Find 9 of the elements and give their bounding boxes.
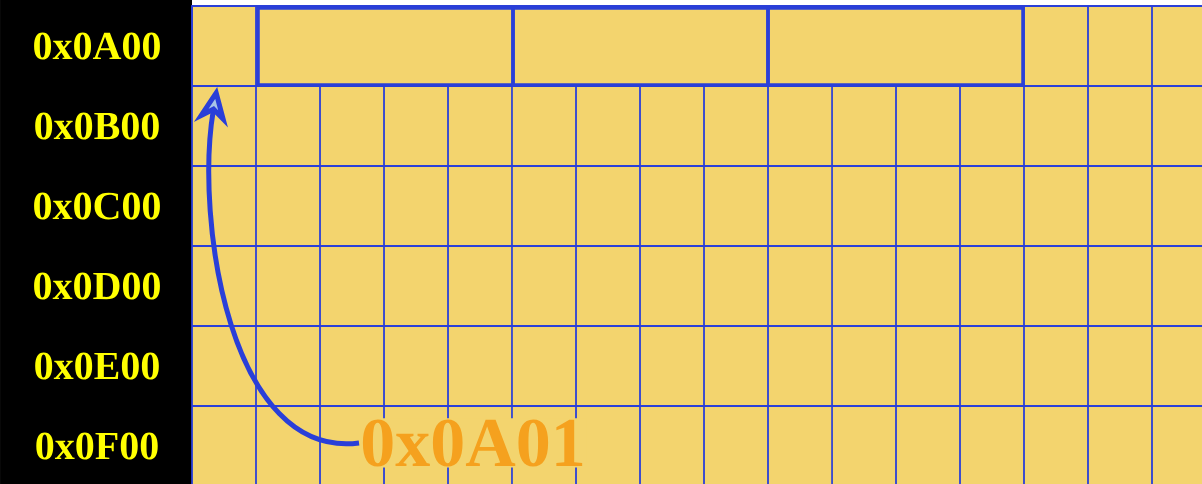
address-label: 0x0B00	[35, 112, 159, 140]
address-label: 0x0D00	[34, 272, 160, 300]
address-label: 0x0C00	[34, 192, 160, 220]
word-box	[766, 6, 1025, 87]
memory-cell	[191, 5, 257, 87]
address-label: 0x0A00	[34, 32, 160, 60]
address-text: 0x0A01	[359, 418, 587, 468]
address-label: 0x0E00	[35, 352, 159, 380]
address-label: 0x0F00	[36, 432, 158, 460]
